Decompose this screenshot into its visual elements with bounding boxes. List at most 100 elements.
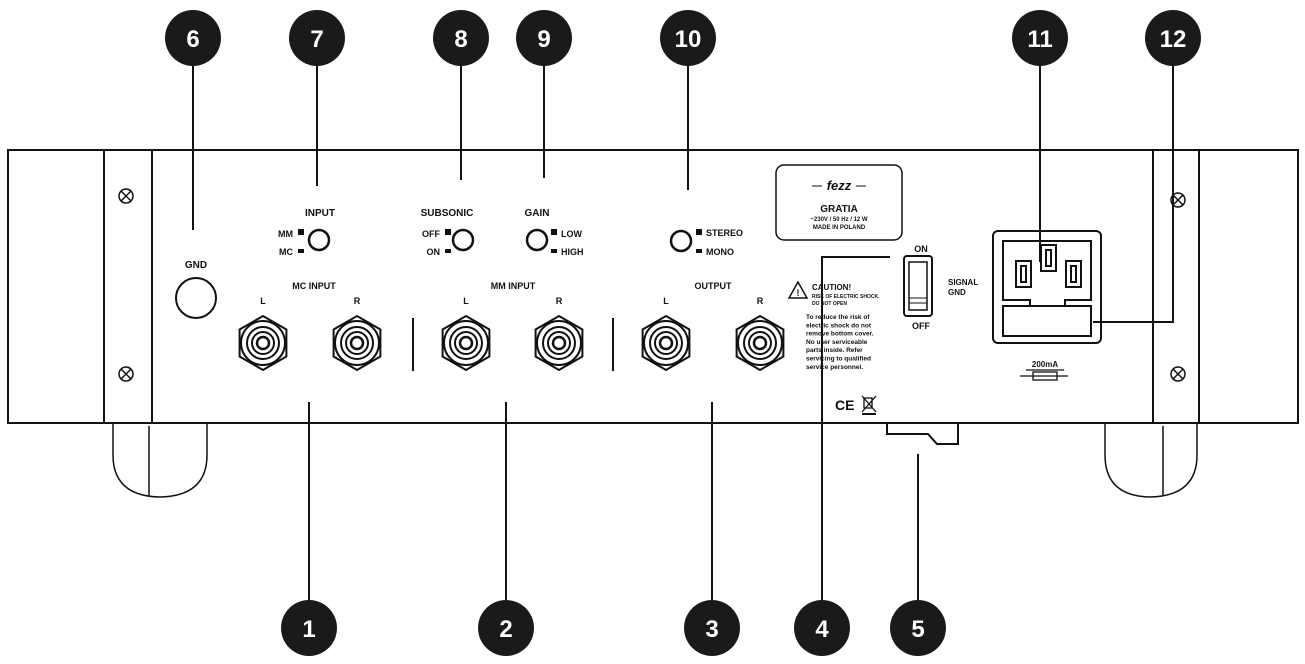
gnd-terminal[interactable] xyxy=(175,277,217,319)
subsonic-on-indicator-icon xyxy=(445,249,451,253)
right-foot xyxy=(1104,424,1198,498)
fezz-logo: fezz xyxy=(827,178,852,193)
svg-text:10: 10 xyxy=(675,26,702,53)
out-left-jack[interactable] xyxy=(641,314,691,372)
power-spec: ~230V / 50 Hz / 12 W xyxy=(810,217,868,223)
mm-right-jack[interactable] xyxy=(534,314,584,372)
gain-high-indicator-icon xyxy=(551,249,557,253)
out-right-label: R xyxy=(757,296,764,306)
warning-icon xyxy=(787,280,809,299)
svg-text:!: ! xyxy=(797,288,800,298)
callout-11: 11 xyxy=(1012,10,1068,66)
ce-mark: CE xyxy=(835,397,854,413)
caution-line2: DO NOT OPEN xyxy=(812,301,847,307)
left-foot xyxy=(112,424,208,498)
power-switch-rocker[interactable] xyxy=(908,261,928,311)
svg-text:9: 9 xyxy=(537,26,550,53)
mc-input-label: MC INPUT xyxy=(292,281,336,291)
subsonic-on-label: ON xyxy=(427,247,441,257)
mm-left-label: L xyxy=(463,296,469,306)
output-label: OUTPUT xyxy=(695,281,733,291)
callout-4: 4 xyxy=(794,600,850,656)
mm-indicator-icon xyxy=(298,229,304,235)
switch-off-label: OFF xyxy=(912,321,930,331)
power-switch[interactable] xyxy=(903,255,933,317)
bottom-latch xyxy=(886,424,959,445)
mc-left-label: L xyxy=(260,296,266,306)
caution-title: CAUTION! xyxy=(812,283,851,292)
callout-leaders xyxy=(192,66,1174,600)
mm-label: MM xyxy=(278,229,293,239)
gain-low-label: LOW xyxy=(561,229,582,239)
svg-text:7: 7 xyxy=(310,26,323,53)
mc-label: MC xyxy=(279,247,293,257)
callout-3: 3 xyxy=(684,600,740,656)
mc-right-jack[interactable] xyxy=(332,314,382,372)
caution-line1: RISK OF ELECTRIC SHOCK. xyxy=(812,294,880,300)
mc-right-label: R xyxy=(354,296,361,306)
gain-button[interactable] xyxy=(525,228,549,252)
mm-right-label: R xyxy=(556,296,563,306)
switch-on-label: ON xyxy=(914,244,928,254)
gain-low-indicator-icon xyxy=(551,229,557,235)
stereo-mono-button[interactable] xyxy=(669,229,693,253)
mc-indicator-icon xyxy=(298,249,304,253)
caution-text-line: remove bottom cover. xyxy=(806,331,874,338)
signal-label: SIGNAL xyxy=(948,278,978,287)
callout-1: 1 xyxy=(281,600,337,656)
stereo-label: STEREO xyxy=(706,228,743,238)
callout-8: 8 xyxy=(433,10,489,66)
input-label: INPUT xyxy=(305,208,335,219)
svg-text:1: 1 xyxy=(302,616,315,643)
svg-text:3: 3 xyxy=(705,616,718,643)
gain-label: GAIN xyxy=(525,208,550,219)
subsonic-button[interactable] xyxy=(451,228,475,252)
gnd-label: GND xyxy=(185,260,207,271)
input-selector-button[interactable] xyxy=(307,228,331,252)
callout-9: 9 xyxy=(516,10,572,66)
callout-5: 5 xyxy=(890,600,946,656)
subsonic-off-indicator-icon xyxy=(445,229,451,235)
callout-2: 2 xyxy=(478,600,534,656)
caution-text-line: service personnel. xyxy=(806,364,863,371)
fuse-drawer[interactable] xyxy=(1002,305,1092,337)
chassis xyxy=(7,149,1299,424)
out-left-label: L xyxy=(663,296,669,306)
model-name: GRATIA xyxy=(820,204,858,215)
caution-text-line: parts inside. Refer xyxy=(806,347,863,354)
callout-6: 6 xyxy=(165,10,221,66)
callout-12: 12 xyxy=(1145,10,1201,66)
callout-10: 10 xyxy=(660,10,716,66)
iec-power-socket[interactable] xyxy=(992,230,1102,344)
stereo-indicator-icon xyxy=(696,229,702,235)
svg-text:2: 2 xyxy=(499,616,512,643)
callout-7: 7 xyxy=(289,10,345,66)
subsonic-off-label: OFF xyxy=(422,229,440,239)
model-badge: fezz GRATIA ~230V / 50 Hz / 12 W MADE IN… xyxy=(775,164,903,241)
mm-left-jack[interactable] xyxy=(441,314,491,372)
signal-gnd-label: GND xyxy=(948,288,966,297)
mm-input-label: MM INPUT xyxy=(491,281,536,291)
out-right-jack[interactable] xyxy=(735,314,785,372)
svg-text:4: 4 xyxy=(815,616,829,643)
svg-text:12: 12 xyxy=(1160,26,1187,53)
fuse-rating: 200mA xyxy=(1032,360,1058,369)
mono-indicator-icon xyxy=(696,249,702,253)
svg-text:8: 8 xyxy=(454,26,467,53)
subsonic-label: SUBSONIC xyxy=(421,208,474,219)
mono-label: MONO xyxy=(706,247,734,257)
caution-text-line: To reduce the risk of xyxy=(806,314,870,321)
svg-text:5: 5 xyxy=(911,616,924,643)
mc-left-jack[interactable] xyxy=(238,314,288,372)
caution-text-line: No user serviceable xyxy=(806,339,868,346)
svg-text:6: 6 xyxy=(186,26,199,53)
made-in: MADE IN POLAND xyxy=(813,225,866,231)
gain-high-label: HIGH xyxy=(561,247,584,257)
fuse-icon xyxy=(1020,369,1068,381)
screw-icon xyxy=(118,188,1186,382)
weee-bin-icon xyxy=(861,395,877,415)
caution-text-line: servicing to qualified xyxy=(806,356,871,363)
caution-text-line: electric shock do not xyxy=(806,322,872,329)
